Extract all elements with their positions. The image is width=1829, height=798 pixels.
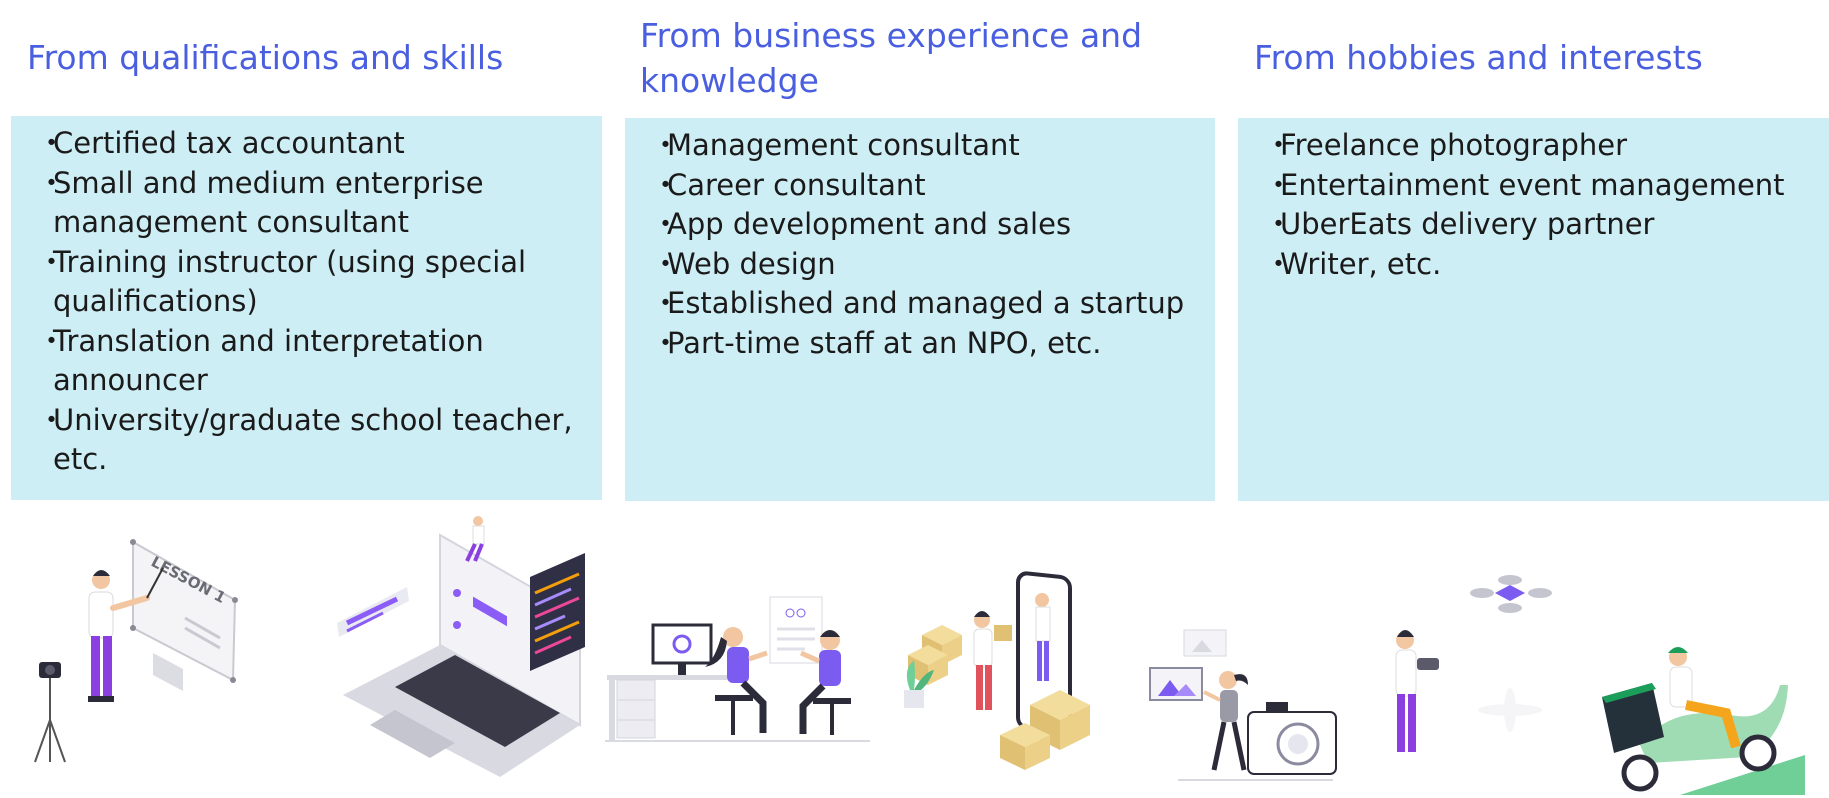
list-item-text: Established and managed a startup <box>667 286 1185 320</box>
list-item-text: App development and sales <box>667 207 1072 241</box>
bullet: ・ <box>651 286 681 320</box>
bullet: ・ <box>1264 167 1294 202</box>
hobbies-list: ・Freelance photographer ・Entertainment e… <box>1238 118 1829 284</box>
desk <box>605 675 870 742</box>
drone-icon <box>1470 575 1552 613</box>
list-item-text: Writer, etc. <box>1280 246 1442 281</box>
phone-person <box>1035 593 1051 681</box>
list-item-text: Freelance photographer <box>1280 128 1628 162</box>
list-item-text: Entertainment event management <box>1280 167 1785 202</box>
lesson-board: LESSON 1 <box>130 539 238 692</box>
chat-bubble-icon <box>337 587 409 637</box>
teacher-person <box>88 567 164 702</box>
bullet: ・ <box>37 402 67 437</box>
person-left <box>705 627 768 735</box>
controller-person <box>1395 630 1439 752</box>
image-frame-icon <box>1149 629 1227 701</box>
camera-icon <box>1247 702 1337 775</box>
list-item: ・Career consultant <box>651 166 1195 206</box>
bullet: ・ <box>651 167 681 202</box>
laptop <box>343 533 581 777</box>
scooter-delivery-illustration <box>1602 647 1805 795</box>
qualifications-list-box: ・Certified tax accountant ・Small and med… <box>11 116 602 500</box>
list-item: ・Web design <box>651 245 1195 285</box>
list-item: ・Certified tax accountant <box>37 124 582 164</box>
bullet: ・ <box>651 128 681 162</box>
code-panel <box>530 553 585 671</box>
qualifications-list: ・Certified tax accountant ・Small and med… <box>11 116 602 480</box>
plant-icon <box>904 660 934 708</box>
bullet: ・ <box>651 325 681 360</box>
list-item: ・Management consultant <box>651 126 1195 166</box>
list-item: ・University/graduate school teacher, etc… <box>37 401 582 480</box>
bullet: ・ <box>37 126 67 160</box>
list-item-text: Part-time staff at an NPO, etc. <box>667 325 1102 360</box>
list-item: ・Freelance photographer <box>1264 126 1809 166</box>
list-item-text: Career consultant <box>667 167 926 202</box>
bullet: ・ <box>1264 246 1294 281</box>
list-item: ・Translation and interpretation announce… <box>37 322 582 401</box>
column-title-business: From business experience and knowledge <box>640 16 1143 100</box>
list-item: ・Training instructor (using special qual… <box>37 243 582 322</box>
scooter <box>1621 685 1788 792</box>
list-item-text: Management consultant <box>667 128 1020 162</box>
list-item-text: Certified tax accountant <box>53 126 405 160</box>
list-item-text: Training instructor (using special quali… <box>53 244 527 319</box>
monitor-icon <box>651 623 713 675</box>
list-item-text: Translation and interpretation announcer <box>53 323 484 398</box>
rider-person <box>1668 647 1741 749</box>
list-item: ・Part-time staff at an NPO, etc. <box>651 324 1195 364</box>
list-item-text: Small and medium enterprise management c… <box>53 165 484 240</box>
bullet: ・ <box>37 165 67 200</box>
delivery-bag <box>1602 683 1664 753</box>
person-right <box>799 630 851 735</box>
list-item: ・UberEats delivery partner <box>1264 205 1809 245</box>
sitting-person <box>465 516 485 562</box>
bullet: ・ <box>37 323 67 358</box>
list-item-text: University/graduate school teacher, etc. <box>53 402 573 477</box>
business-list: ・Management consultant ・Career consultan… <box>625 118 1215 363</box>
list-item-text: UberEats delivery partner <box>1280 207 1655 241</box>
hill <box>1680 755 1805 795</box>
bullet: ・ <box>1264 207 1294 241</box>
bullet: ・ <box>651 207 681 241</box>
bullet: ・ <box>37 244 67 279</box>
delivery-boxes-illustration <box>904 571 1090 770</box>
drone-illustration <box>1395 575 1552 752</box>
camera-tripod-icon <box>34 662 66 763</box>
photographer-illustration <box>1149 629 1337 781</box>
hobbies-list-box: ・Freelance photographer ・Entertainment e… <box>1238 118 1829 501</box>
list-item-text: Web design <box>667 246 836 281</box>
column-title-hobbies: From hobbies and interests <box>1254 38 1703 77</box>
bullet: ・ <box>1264 128 1294 162</box>
meeting-illustration <box>605 596 870 742</box>
drone-shadow-icon <box>1478 688 1542 732</box>
list-item: ・Writer, etc. <box>1264 245 1809 285</box>
woman-person <box>1203 671 1248 771</box>
list-item: ・Small and medium enterprise management … <box>37 164 582 243</box>
laptop-illustration <box>337 516 585 777</box>
list-item: ・App development and sales <box>651 205 1195 245</box>
document-card <box>769 596 823 664</box>
business-list-box: ・Management consultant ・Career consultan… <box>625 118 1215 501</box>
delivery-person <box>973 611 1012 710</box>
teacher-illustration: LESSON 1 <box>34 539 238 763</box>
list-item: ・Entertainment event management <box>1264 166 1809 206</box>
bullet: ・ <box>651 246 681 281</box>
list-item: ・Established and managed a startup <box>651 284 1195 324</box>
column-title-qualifications: From qualifications and skills <box>27 38 504 77</box>
